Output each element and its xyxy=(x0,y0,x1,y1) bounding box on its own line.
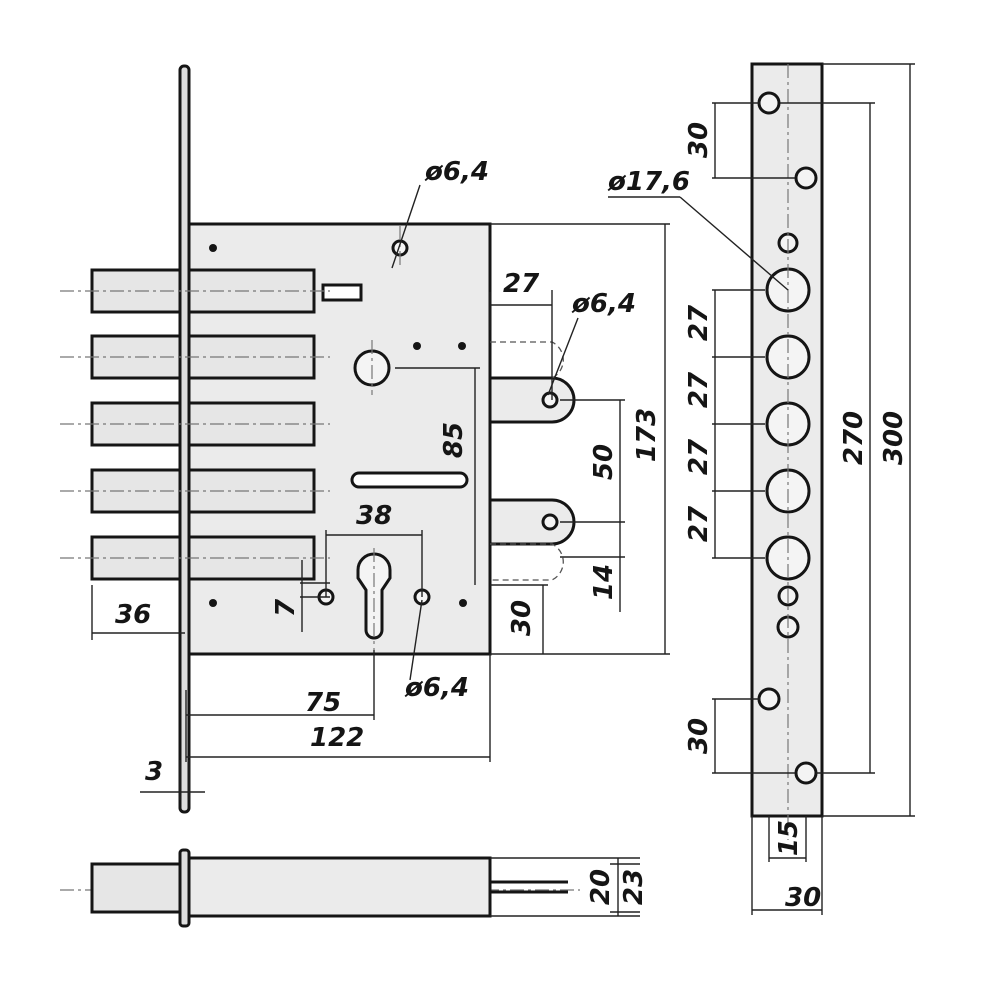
faceplate xyxy=(178,64,191,814)
long-slot xyxy=(350,471,469,489)
dim-spindle-height: 85 xyxy=(439,422,469,458)
cam-lower xyxy=(488,498,576,546)
cam-upper xyxy=(488,376,576,424)
screw-hole xyxy=(458,342,466,350)
dim-case-depth: 122 xyxy=(310,723,364,753)
dim-strike-inner-length: 270 xyxy=(839,411,869,465)
dim-bolt-spacing: 50 xyxy=(589,444,619,480)
edge-bolt xyxy=(90,862,190,914)
dim-pin-offset: 7 xyxy=(271,598,301,617)
strike-dimension-lines xyxy=(608,63,915,915)
slot-small xyxy=(321,283,363,302)
dim-cylinder-spacing: 38 xyxy=(356,501,392,531)
dim-bolt-bottom-offset: 14 xyxy=(589,564,619,600)
dim-hole-dia: ø17,6 xyxy=(607,167,690,197)
screw-hole xyxy=(459,599,467,607)
dimension-labels: ø6,4 ø6,4 ø6,4 ø17,6 27 36 38 75 122 3 3… xyxy=(115,122,909,913)
dim-cam-offset: 27 xyxy=(503,269,540,299)
dim-strike-pitch-2: 27 xyxy=(684,371,714,408)
cam-hidden-outline xyxy=(490,341,564,581)
dim-backset: 75 xyxy=(305,688,341,718)
cam-upper-pin xyxy=(541,391,559,409)
dim-bottom-offset: 30 xyxy=(507,600,537,636)
screw-hole xyxy=(209,244,217,252)
strike-screw-hole xyxy=(794,761,818,785)
dim-strike-pitch-1: 27 xyxy=(684,304,714,341)
dim-faceplate-thickness: 3 xyxy=(145,757,163,787)
dim-bolt-thickness: 20 xyxy=(586,869,616,905)
dim-strike-hole-top: 30 xyxy=(684,122,714,158)
lock-front-view xyxy=(90,64,576,814)
edge-case xyxy=(184,856,492,918)
strike-screw-hole xyxy=(794,166,818,190)
dim-pin-dia-side: ø6,4 xyxy=(571,289,636,319)
cam-lower-pin xyxy=(541,513,559,531)
dim-pin-dia-bottom: ø6,4 xyxy=(404,673,469,703)
strike-screw-hole xyxy=(757,687,781,711)
screw-hole xyxy=(413,342,421,350)
front-dimension-lines xyxy=(91,184,670,800)
strike-screw-hole xyxy=(757,91,781,115)
dim-case-thickness: 23 xyxy=(619,869,649,905)
strike-plate-view xyxy=(750,62,824,840)
lock-edge-view xyxy=(90,848,640,928)
dim-strike-width: 30 xyxy=(785,883,821,913)
dim-pin-dia-top: ø6,4 xyxy=(424,157,489,187)
cylinder-hole xyxy=(356,552,392,640)
dim-bolt-projection: 36 xyxy=(115,600,151,630)
dim-strike-pitch-4: 27 xyxy=(684,505,714,542)
dim-strike-hole-width: 15 xyxy=(774,820,804,856)
dim-strike-hole-bottom: 30 xyxy=(684,718,714,754)
edge-faceplate xyxy=(178,848,191,928)
dim-lock-height: 173 xyxy=(632,408,662,462)
screw-hole xyxy=(209,599,217,607)
dim-strike-length: 300 xyxy=(879,411,909,465)
dim-strike-pitch-3: 27 xyxy=(684,438,714,475)
